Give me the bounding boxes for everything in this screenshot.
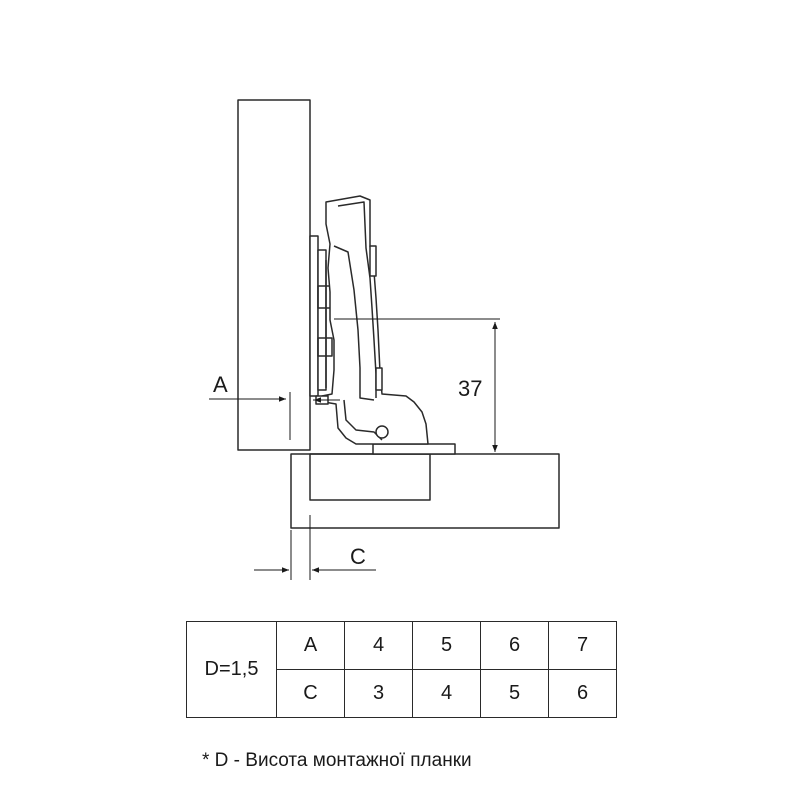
hinge-diagram: 37 A C	[209, 99, 560, 580]
table-cell: 3	[344, 669, 413, 718]
table-row: D=1,5 A 4 5 6 7	[186, 621, 617, 718]
table-cell: 6	[480, 621, 549, 670]
dimension-a-label: A	[213, 372, 228, 397]
dimension-37-label: 37	[458, 376, 482, 401]
spec-table: D=1,5 A 4 5 6 7 C 3 4 5 6	[186, 621, 617, 718]
cabinet-panel	[290, 453, 560, 529]
table-cell: 6	[548, 669, 617, 718]
table-cell: 5	[412, 621, 481, 670]
mounting-plate-recess	[309, 453, 431, 501]
row-label-a: A	[276, 621, 345, 670]
door-panel	[237, 99, 311, 451]
table-cell: 5	[480, 669, 549, 718]
table-cell: 4	[344, 621, 413, 670]
table-row: C 3 4 5 6	[187, 669, 617, 718]
dimension-c-label: C	[350, 544, 366, 569]
table-cell: 7	[548, 621, 617, 670]
row-label-c: C	[276, 669, 345, 718]
hinge-arm	[321, 195, 429, 445]
table-cell: 4	[412, 669, 481, 718]
d-value-cell: D=1,5	[186, 621, 277, 718]
footnote: * D - Висота монтажної планки	[202, 750, 472, 771]
mounting-plate	[372, 443, 456, 455]
hinge-pivot	[375, 425, 389, 439]
